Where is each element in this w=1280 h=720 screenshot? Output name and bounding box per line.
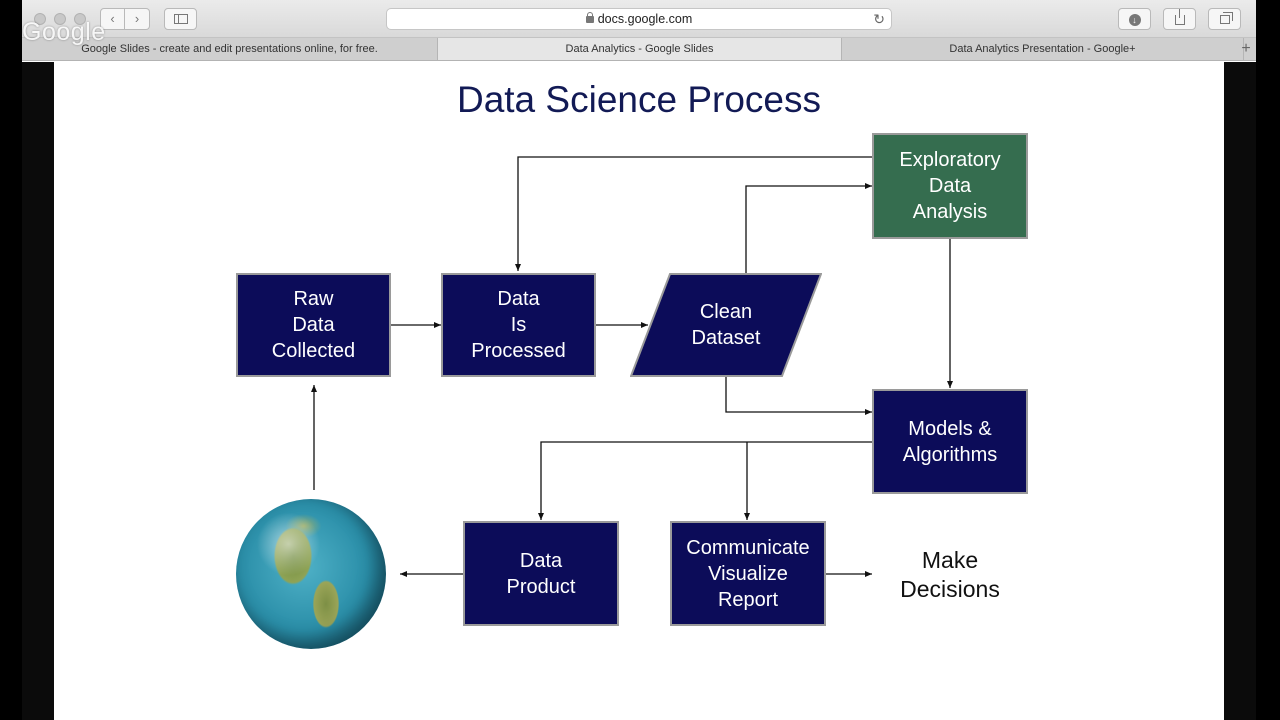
minimize-window-button[interactable] [54, 13, 66, 25]
share-button[interactable] [1163, 8, 1196, 30]
box-communicate-visualize-report: Communicate Visualize Report [670, 521, 826, 626]
lock-icon [585, 12, 594, 23]
zoom-window-button[interactable] [74, 13, 86, 25]
address-bar[interactable]: docs.google.com ↻ [386, 8, 892, 30]
slide-viewport: Data Science Process Raw Data Collected … [22, 62, 1256, 720]
share-icon [1174, 9, 1185, 25]
slide-canvas: Data Science Process Raw Data Collected … [54, 62, 1224, 720]
close-window-button[interactable] [34, 13, 46, 25]
show-all-tabs-button[interactable] [1208, 8, 1241, 30]
new-tab-button[interactable]: + [1241, 40, 1251, 57]
globe-image [236, 499, 386, 649]
chevron-left-icon: ‹ [110, 11, 115, 26]
parallelogram-shape [630, 273, 822, 377]
tab-data-analytics-google-plus[interactable]: Data Analytics Presentation - Google+ [842, 38, 1244, 60]
tab-data-analytics-slides[interactable]: Data Analytics - Google Slides [438, 38, 842, 60]
reload-icon[interactable]: ↻ [873, 11, 885, 27]
arrow-models-to-product [538, 441, 872, 520]
box-data-is-processed: Data Is Processed [441, 273, 596, 377]
box-models-algorithms-label: Models & Algorithms [902, 417, 998, 466]
box-data-is-processed-label: Data Is Processed [471, 288, 566, 362]
tab-bar: Google Slides - create and edit presenta… [22, 38, 1256, 61]
forward-button[interactable]: › [125, 8, 150, 30]
box-clean-dataset: Clean Dataset [630, 273, 822, 377]
tabs-overview-icon [1219, 12, 1233, 24]
box-raw-data-collected-label: Raw Data Collected [271, 288, 356, 362]
arrow-eda-to-processed [515, 156, 872, 271]
box-raw-data-collected: Raw Data Collected [236, 273, 391, 377]
slide-title: Data Science Process [456, 79, 821, 120]
box-clean-dataset-label: Clean Dataset [691, 301, 761, 349]
downloads-button[interactable]: ↓ [1118, 8, 1151, 30]
tab-google-slides-home[interactable]: Google Slides - create and edit presenta… [22, 38, 438, 60]
back-button[interactable]: ‹ [100, 8, 125, 30]
box-communicate-visualize-report-label: Communicate Visualize Report [686, 536, 810, 611]
arrow-clean-to-eda [745, 183, 872, 273]
box-exploratory-data-analysis: Exploratory Data Analysis [872, 133, 1028, 239]
download-icon: ↓ [1128, 14, 1141, 26]
sidebar-toggle-button[interactable] [164, 8, 197, 30]
arrow-clean-to-models [725, 377, 872, 415]
box-exploratory-data-analysis-label: Exploratory Data Analysis [899, 149, 1001, 223]
box-data-product: Data Product [463, 521, 619, 626]
google-watermark: Google [22, 18, 106, 46]
box-data-product-label: Data Product [506, 549, 576, 598]
address-text: docs.google.com [597, 12, 693, 26]
box-models-algorithms: Models & Algorithms [872, 389, 1028, 494]
make-decisions-label: Make Decisions [900, 547, 1000, 602]
chevron-right-icon: › [134, 11, 140, 26]
sidebar-icon [173, 14, 188, 24]
browser-toolbar: ‹ › docs.google.com ↻ ↓ [22, 0, 1256, 38]
flow-arrows [311, 156, 953, 577]
